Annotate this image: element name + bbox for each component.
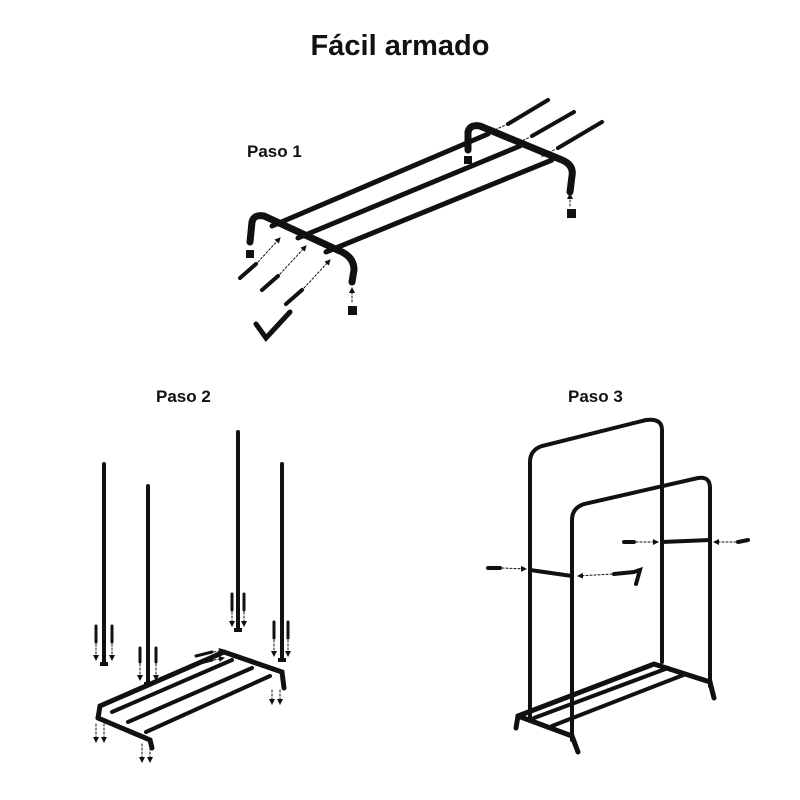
step-3-label: Paso 3 [568, 387, 623, 406]
page-title: Fácil armado [310, 30, 490, 62]
step-2-pole-connectors [100, 628, 286, 686]
step-2-bolts [94, 592, 290, 666]
step-1-bolts-back [506, 98, 604, 150]
step-2-arrows [93, 611, 291, 763]
step-1-bolts-front [238, 262, 304, 306]
step-3-back-frame [528, 417, 664, 720]
step-1-arrows-front [257, 237, 355, 303]
step-1-feet [246, 156, 576, 315]
step-3-base [513, 661, 717, 755]
step-3-allen-key-icon [612, 566, 643, 586]
step-3-front-frame [570, 475, 712, 742]
step-1-illustration [238, 98, 604, 342]
step-3-arrows [501, 539, 737, 579]
allen-key-icon [253, 309, 293, 342]
step-2-illustration [93, 430, 291, 763]
step-1-arrows-back [489, 123, 573, 207]
step-3-illustration [486, 417, 750, 755]
step-3-bolts [486, 538, 750, 570]
step-1-label: Paso 1 [247, 142, 302, 161]
step-2-base-frame [95, 649, 287, 751]
step-1-rails [269, 131, 555, 255]
step-2-label: Paso 2 [156, 387, 211, 406]
step-3-cross-bars [528, 538, 712, 578]
step-2-poles [102, 430, 284, 686]
